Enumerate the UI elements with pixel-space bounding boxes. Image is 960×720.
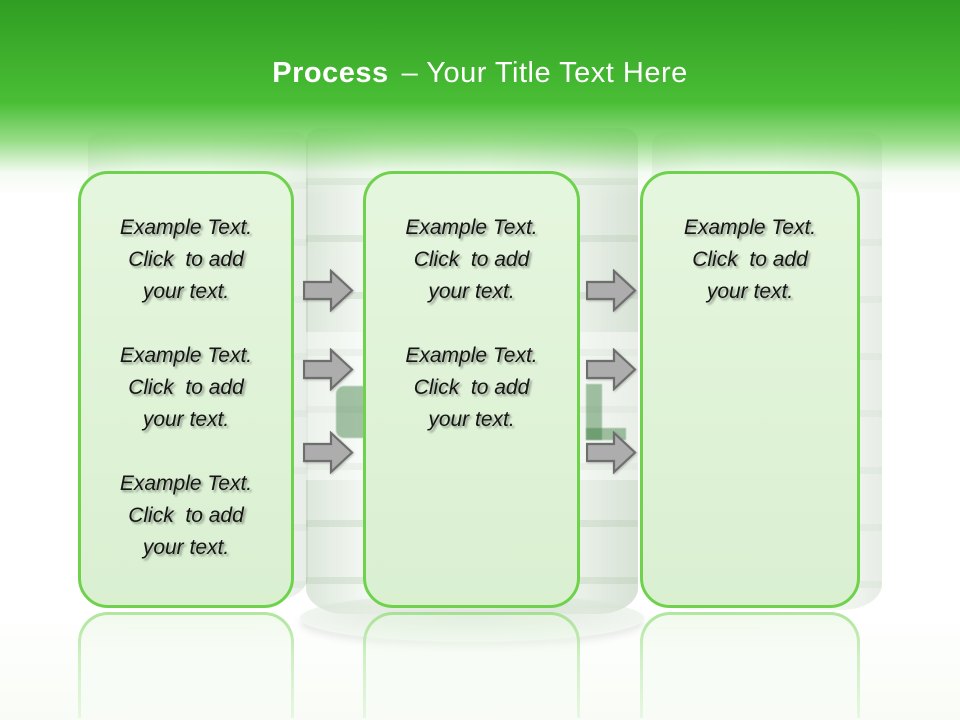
process-box-1[interactable]: Example Text. Click to add your text. Ex… bbox=[78, 171, 294, 608]
placeholder-line: your text. bbox=[428, 280, 515, 303]
text-placeholder[interactable]: Example Text. Click to add your text. bbox=[81, 468, 291, 564]
placeholder-line: Click to add bbox=[692, 248, 808, 271]
placeholder-line: Example Text. bbox=[119, 472, 253, 495]
placeholder-line: your text. bbox=[142, 536, 230, 559]
title-text: – Your Title Text Here bbox=[401, 57, 688, 89]
placeholder-line: Example Text. bbox=[683, 216, 817, 239]
reflection-fade-overlay bbox=[0, 608, 960, 720]
text-placeholder[interactable]: Example Text. Click to add your text. bbox=[366, 340, 577, 436]
process-box-3[interactable]: Example Text. Click to add your text. bbox=[640, 171, 860, 608]
text-placeholder[interactable]: Example Text. Click to add your text. bbox=[366, 212, 577, 308]
text-placeholder[interactable]: Example Text. Click to add your text. bbox=[643, 212, 857, 308]
placeholder-line: your text. bbox=[142, 280, 230, 303]
right-arrow-icon[interactable] bbox=[586, 431, 637, 474]
right-arrow-icon[interactable] bbox=[303, 348, 354, 391]
placeholder-line: Click to add bbox=[413, 376, 530, 399]
right-arrow-icon[interactable] bbox=[303, 431, 354, 474]
page-title[interactable]: Process – Your Title Text Here bbox=[0, 54, 960, 92]
title-emphasis: Process bbox=[272, 57, 389, 89]
right-arrow-icon[interactable] bbox=[586, 269, 637, 312]
barrel-label-glyph bbox=[586, 384, 602, 440]
right-arrow-icon[interactable] bbox=[303, 269, 354, 312]
placeholder-line: Example Text. bbox=[405, 216, 538, 239]
placeholder-line: your text. bbox=[142, 408, 230, 431]
placeholder-line: your text. bbox=[428, 408, 515, 431]
placeholder-line: Example Text. bbox=[119, 344, 253, 367]
text-placeholder[interactable]: Example Text. Click to add your text. bbox=[81, 340, 291, 436]
placeholder-line: your text. bbox=[706, 280, 794, 303]
placeholder-line: Click to add bbox=[128, 248, 244, 271]
placeholder-line: Example Text. bbox=[405, 344, 538, 367]
placeholder-line: Click to add bbox=[128, 504, 244, 527]
placeholder-line: Click to add bbox=[128, 376, 244, 399]
text-placeholder[interactable]: Example Text. Click to add your text. bbox=[81, 212, 291, 308]
right-arrow-icon[interactable] bbox=[586, 348, 637, 391]
process-box-2[interactable]: Example Text. Click to add your text. Ex… bbox=[363, 171, 580, 608]
placeholder-line: Click to add bbox=[413, 248, 530, 271]
placeholder-line: Example Text. bbox=[119, 216, 253, 239]
header-band bbox=[0, 0, 960, 196]
